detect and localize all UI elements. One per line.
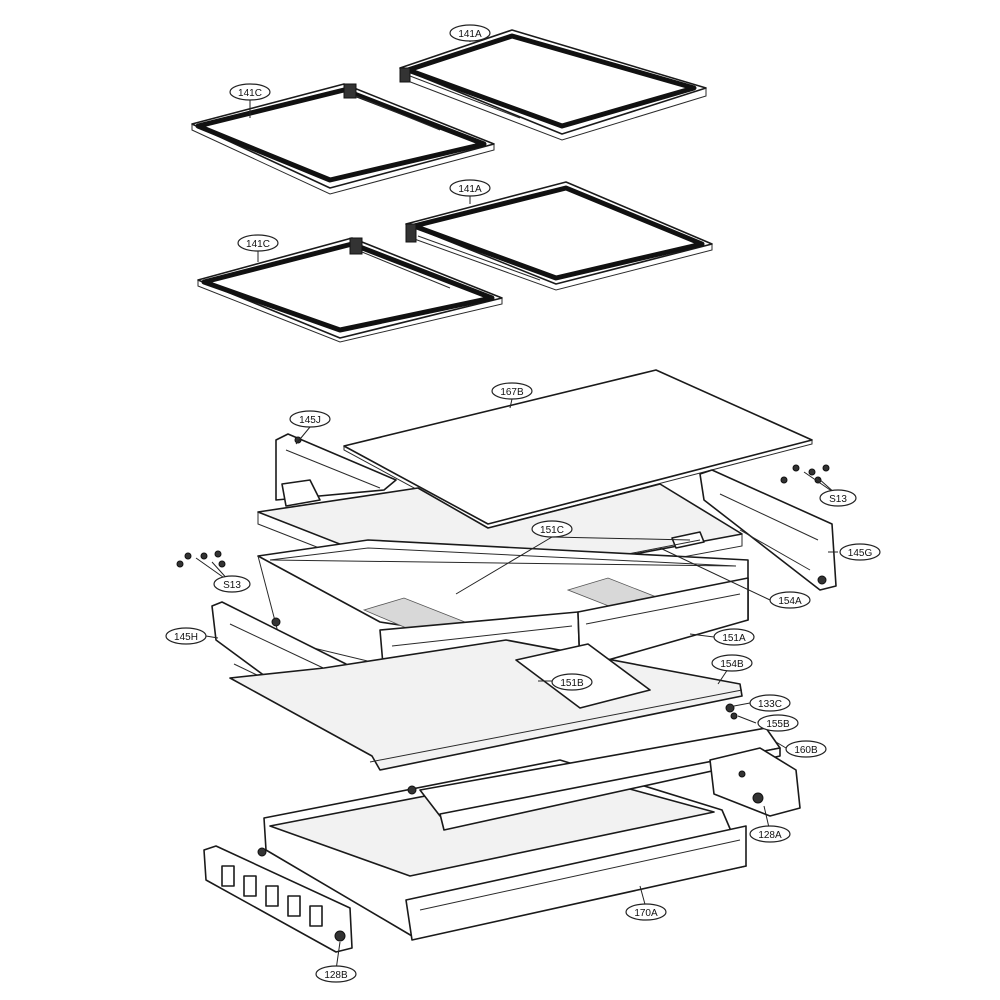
callout-154B: 154B — [711, 654, 753, 672]
callout-128B: 128B — [315, 965, 357, 983]
callout-label: 141A — [458, 184, 482, 195]
part-155B — [730, 712, 738, 720]
callout-145G: 145G — [839, 543, 881, 561]
bracket-128A — [709, 747, 801, 817]
rail-160B — [419, 727, 781, 831]
callout-label: 167B — [500, 387, 524, 398]
callout-label: 151B — [560, 678, 584, 689]
callout-s13-right: S13 — [819, 489, 857, 507]
part-foot-left — [257, 847, 267, 857]
callout-label: 141C — [246, 239, 270, 250]
callout-151C: 151C — [531, 520, 573, 538]
callout-label: 160B — [794, 745, 818, 756]
callout-label: 133C — [758, 699, 782, 710]
callout-label: S13 — [223, 580, 241, 591]
shelf-141C-lower — [197, 237, 503, 343]
callout-160B: 160B — [785, 740, 827, 758]
callout-145J: 145J — [289, 410, 331, 428]
part-foot — [407, 785, 417, 795]
callout-label: 145H — [174, 632, 198, 643]
screws-s13-right — [780, 464, 830, 484]
side-rail-145J — [275, 433, 397, 507]
callout-label: 154B — [720, 659, 744, 670]
shelf-141A-lower — [405, 181, 713, 291]
callout-label: 141A — [458, 29, 482, 40]
callout-154A: 154A — [769, 591, 811, 609]
callout-label: S13 — [829, 494, 847, 505]
callout-label: 151A — [722, 633, 746, 644]
shelf-141C-top — [191, 83, 495, 195]
callout-141A-top: 141A — [449, 24, 491, 42]
callout-151A: 151A — [713, 628, 755, 646]
callout-151B: 151B — [551, 673, 593, 691]
callout-label: 145J — [299, 415, 321, 426]
callout-128A: 128A — [749, 825, 791, 843]
callout-label: 151C — [540, 525, 564, 536]
bracket-128B — [203, 845, 353, 953]
side-rail-145G — [699, 469, 837, 591]
callout-141C-lower: 141C — [237, 234, 279, 252]
callout-167B: 167B — [491, 382, 533, 400]
shelf-141A-top — [399, 29, 707, 141]
callout-155B: 155B — [757, 714, 799, 732]
callout-label: 154A — [778, 596, 802, 607]
screws-s13-left — [176, 550, 226, 568]
callout-141A-lower: 141A — [449, 179, 491, 197]
part-133C — [725, 703, 735, 713]
callout-141C-top: 141C — [229, 83, 271, 101]
callout-133C: 133C — [749, 694, 791, 712]
callout-label: 128A — [758, 830, 782, 841]
callout-label: 170A — [634, 908, 658, 919]
callout-145H: 145H — [165, 627, 207, 645]
callout-170A: 170A — [625, 903, 667, 921]
callout-label: 155B — [766, 719, 790, 730]
callout-label: 145G — [848, 548, 873, 559]
callout-s13-left: S13 — [213, 575, 251, 593]
callout-label: 141C — [238, 88, 262, 99]
bottom-pan-170A — [263, 759, 747, 941]
callout-label: 128B — [324, 970, 348, 981]
